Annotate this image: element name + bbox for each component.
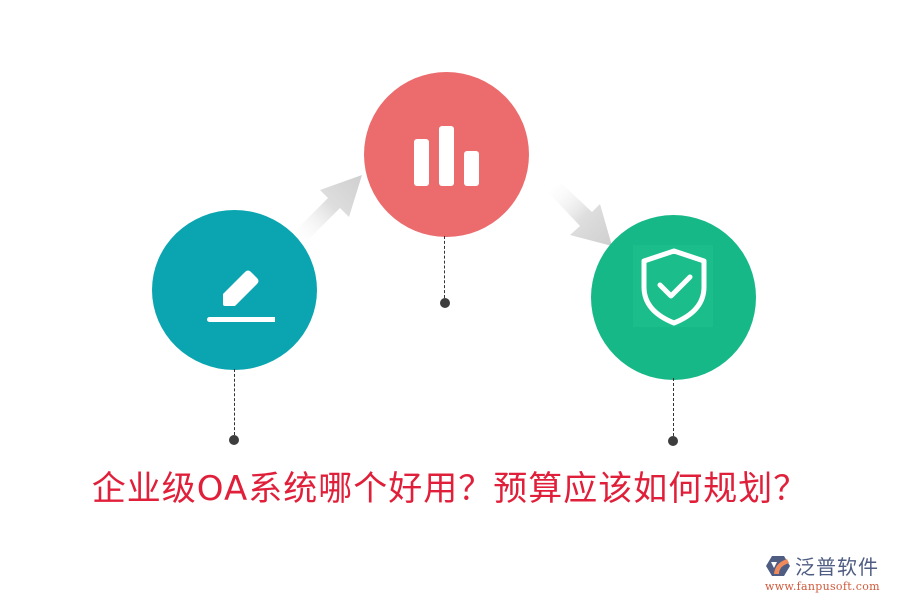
fanpu-logo-icon: [766, 555, 790, 576]
page-title: 企业级OA系统哪个好用？预算应该如何规划？: [91, 469, 809, 509]
bar-chart-icon: [413, 125, 479, 186]
step-3-circle: [591, 215, 756, 380]
logo-url: www.fanpusoft.com: [765, 580, 880, 593]
shield-check-icon: [641, 248, 706, 325]
arrow-down-right-icon: [548, 182, 612, 246]
step-1-circle: [152, 210, 317, 370]
step-2-circle: [364, 72, 529, 237]
brand-logo: 泛普软件 www.fanpusoft.com: [765, 551, 895, 597]
arrow-up-right-icon: [293, 175, 362, 240]
step-2-connector: [444, 236, 445, 298]
pencil-edit-icon: [206, 270, 275, 322]
step-1-dot: [229, 435, 239, 445]
step-3-connector: [673, 378, 674, 436]
step-2-dot: [440, 298, 450, 308]
logo-name: 泛普软件: [795, 555, 879, 579]
step-1-connector: [234, 369, 235, 435]
step-3-dot: [668, 436, 678, 446]
